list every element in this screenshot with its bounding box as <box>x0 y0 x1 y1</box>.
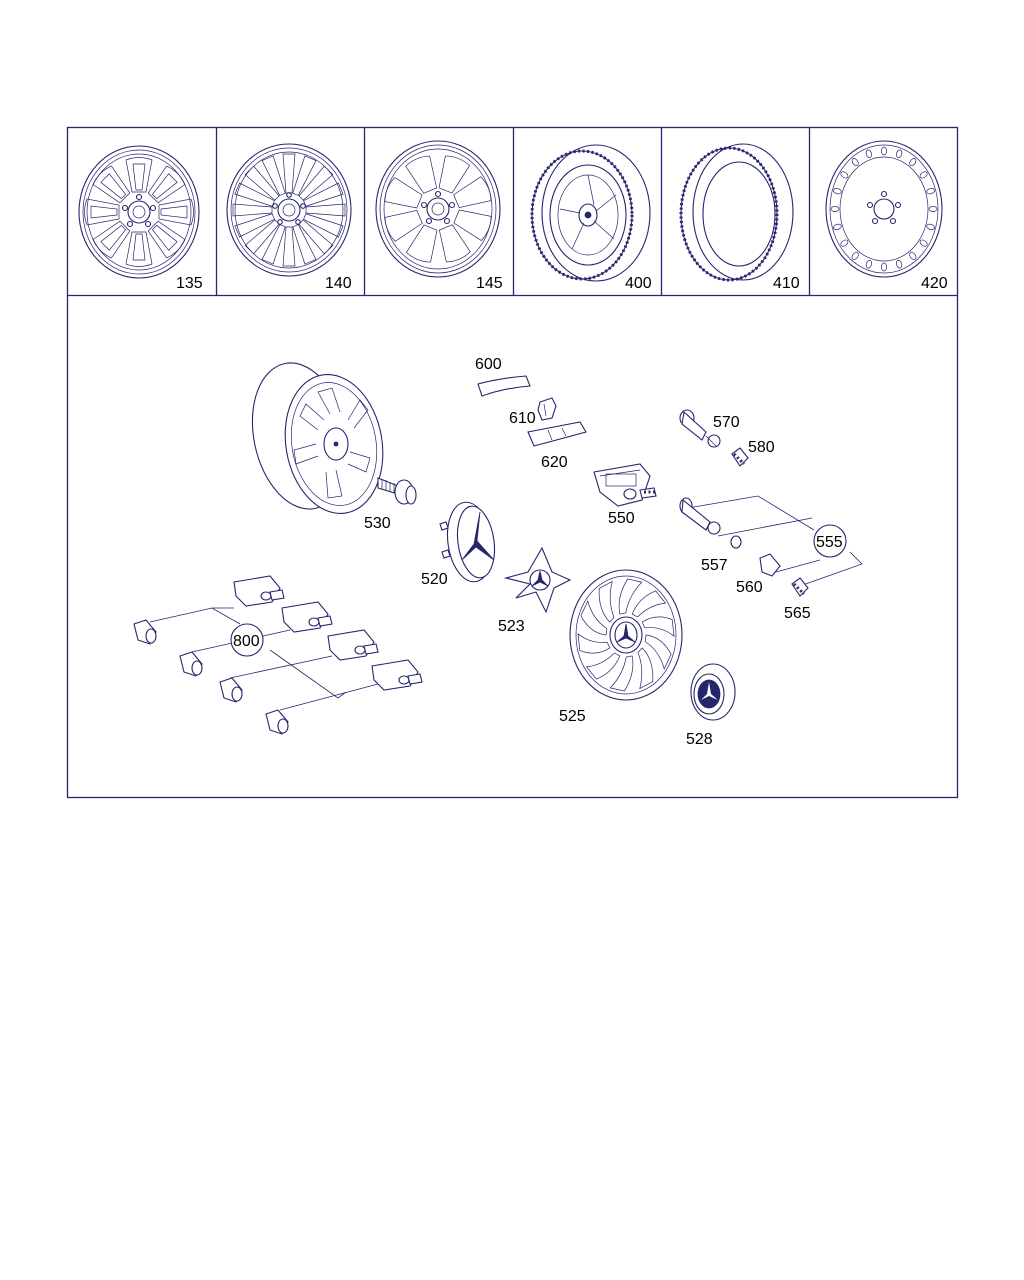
star-hub-cover-icon <box>503 546 572 614</box>
part-label-610: 610 <box>509 410 536 427</box>
wheel-bolt-icon <box>377 477 417 505</box>
part-label-600: 600 <box>475 356 502 373</box>
complete-wheel-tire-icon <box>530 144 651 282</box>
part-label-557: 557 <box>701 557 728 574</box>
alloy-wheel-8-spoke-icon <box>78 145 200 279</box>
alloy-wheel-8-spoke-icon <box>375 140 501 278</box>
valve-cap-icon <box>791 577 809 597</box>
alloy-wheel-perspective-icon <box>251 362 384 514</box>
part-label-530: 530 <box>364 515 391 532</box>
part-label-565: 565 <box>784 605 811 622</box>
part-label-550: 550 <box>608 510 635 527</box>
callout-circle-800 <box>230 623 264 657</box>
valve-stem-icon <box>679 497 742 549</box>
clip-weight-icon <box>537 397 557 421</box>
part-label-145: 145 <box>476 275 503 292</box>
part-label-570: 570 <box>713 414 740 431</box>
valve-cap-icon <box>731 447 749 467</box>
part-label-400: 400 <box>625 275 652 292</box>
tire-valve-icon <box>679 409 721 448</box>
part-label-555: 555 <box>816 534 843 551</box>
part-label-135: 135 <box>176 275 203 292</box>
part-label-528: 528 <box>686 731 713 748</box>
steel-wheel-icon <box>825 140 943 278</box>
part-label-525: 525 <box>559 708 586 725</box>
valve-nut-icon <box>759 553 781 577</box>
part-label-523: 523 <box>498 618 525 635</box>
leader-lines-555 <box>687 495 863 587</box>
diagram-frame <box>66 126 959 799</box>
part-label-560: 560 <box>736 579 763 596</box>
hub-cap-small-icon <box>690 663 736 721</box>
alloy-wheel-multi-spoke-icon <box>226 143 352 277</box>
part-label-140: 140 <box>325 275 352 292</box>
part-label-410: 410 <box>773 275 800 292</box>
part-label-580: 580 <box>748 439 775 456</box>
wheel-cover-icon <box>569 569 683 701</box>
tpms-sensor-kit-icon <box>133 575 423 735</box>
tire-icon <box>679 143 794 282</box>
part-label-520: 520 <box>421 571 448 588</box>
balance-weight-icon <box>477 375 531 397</box>
callout-circle-555 <box>813 524 847 558</box>
part-label-800: 800 <box>233 633 260 650</box>
part-label-620: 620 <box>541 454 568 471</box>
adhesive-weight-icon <box>527 421 587 447</box>
part-label-420: 420 <box>921 275 948 292</box>
hub-cap-star-icon <box>439 501 496 583</box>
tire-pressure-sensor-icon <box>593 463 657 507</box>
